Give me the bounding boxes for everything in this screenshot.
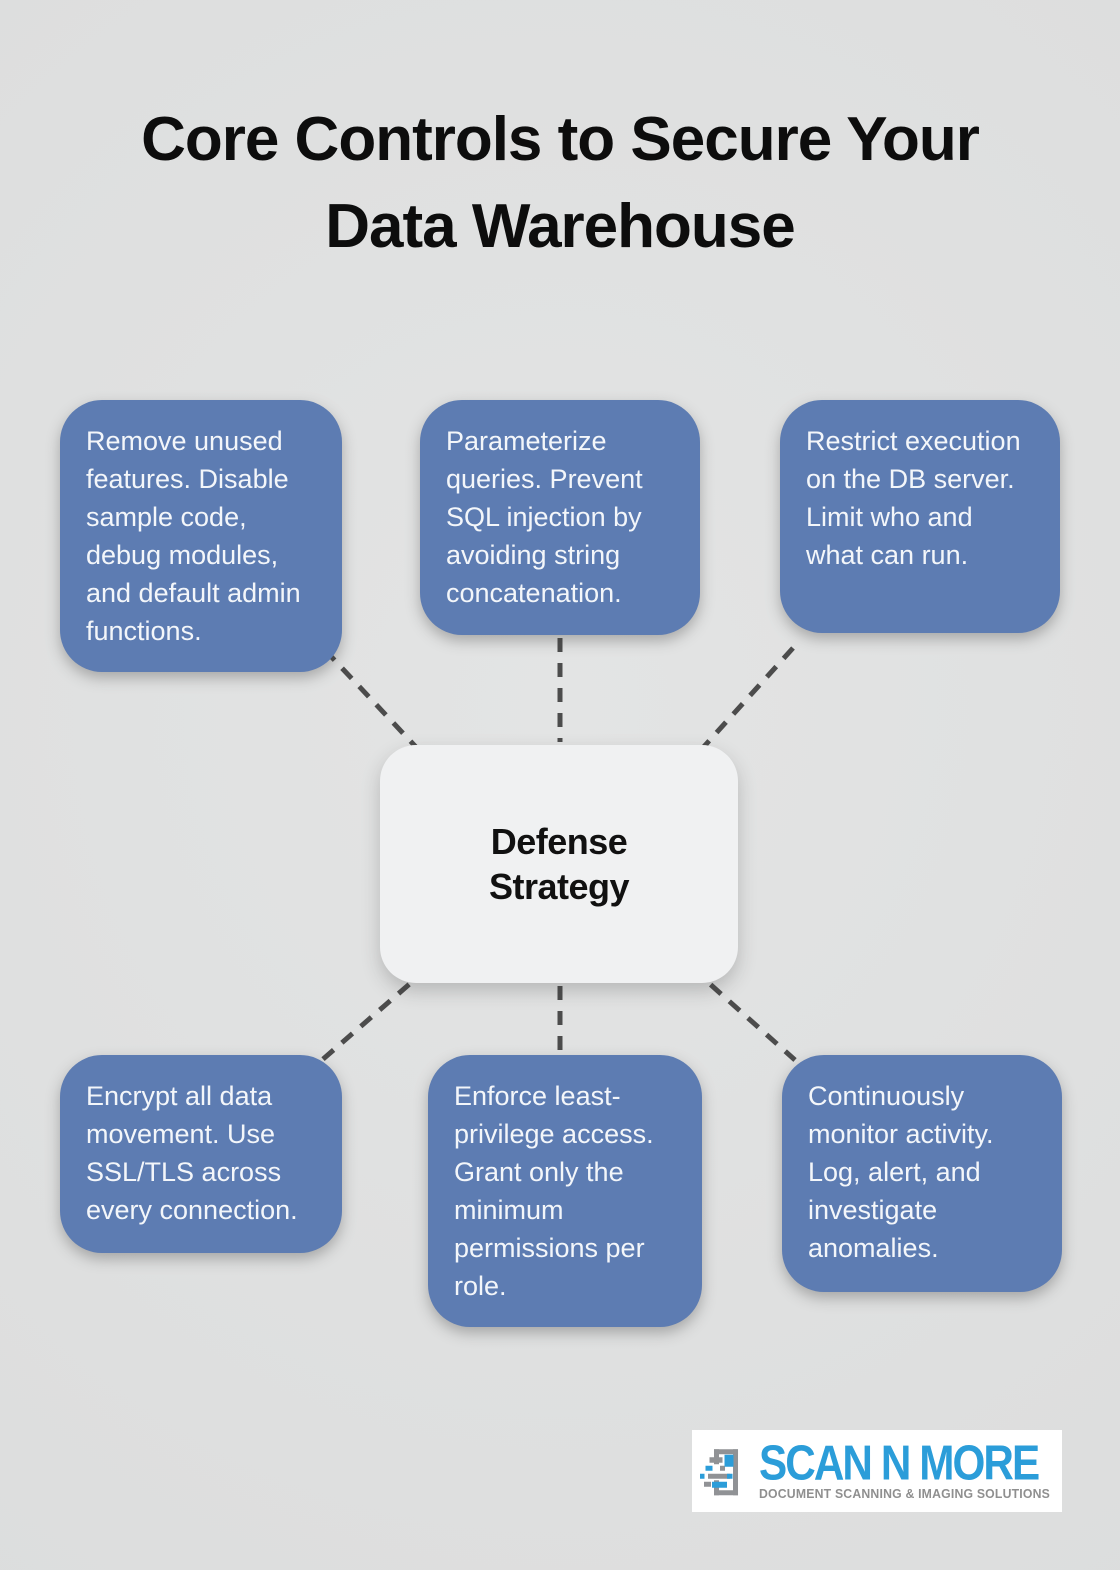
node-text: Continuously monitor activity. Log, aler… [808,1081,994,1263]
node-encrypt-data-movement: Encrypt all data movement. Use SSL/TLS a… [60,1055,342,1253]
node-remove-unused-features: Remove unused features. Disable sample c… [60,400,342,672]
scan-n-more-logo: SCAN N MORE DOCUMENT SCANNING & IMAGING … [692,1430,1062,1512]
document-scan-icon [700,1449,739,1496]
node-least-privilege-access: Enforce least-privilege access. Grant on… [428,1055,702,1327]
logo-name: SCAN N MORE [759,1436,1040,1491]
page-title: Core Controls to Secure Your Data Wareho… [141,105,980,261]
node-text: Parameterize queries. Prevent SQL inject… [446,426,643,608]
node-restrict-execution: Restrict execution on the DB server. Lim… [780,400,1060,633]
node-text: Restrict execution on the DB server. Lim… [806,426,1021,570]
node-text: Encrypt all data movement. Use SSL/TLS a… [86,1081,298,1225]
node-text: Enforce least-privilege access. Grant on… [454,1081,654,1301]
node-defense-strategy: Defense Strategy [380,745,738,983]
center-label: Defense Strategy [488,821,630,907]
node-monitor-activity: Continuously monitor activity. Log, aler… [782,1055,1062,1292]
node-parameterize-queries: Parameterize queries. Prevent SQL inject… [420,400,700,635]
logo-tagline: DOCUMENT SCANNING & IMAGING SOLUTIONS [759,1487,1051,1501]
node-text: Remove unused features. Disable sample c… [86,426,301,646]
